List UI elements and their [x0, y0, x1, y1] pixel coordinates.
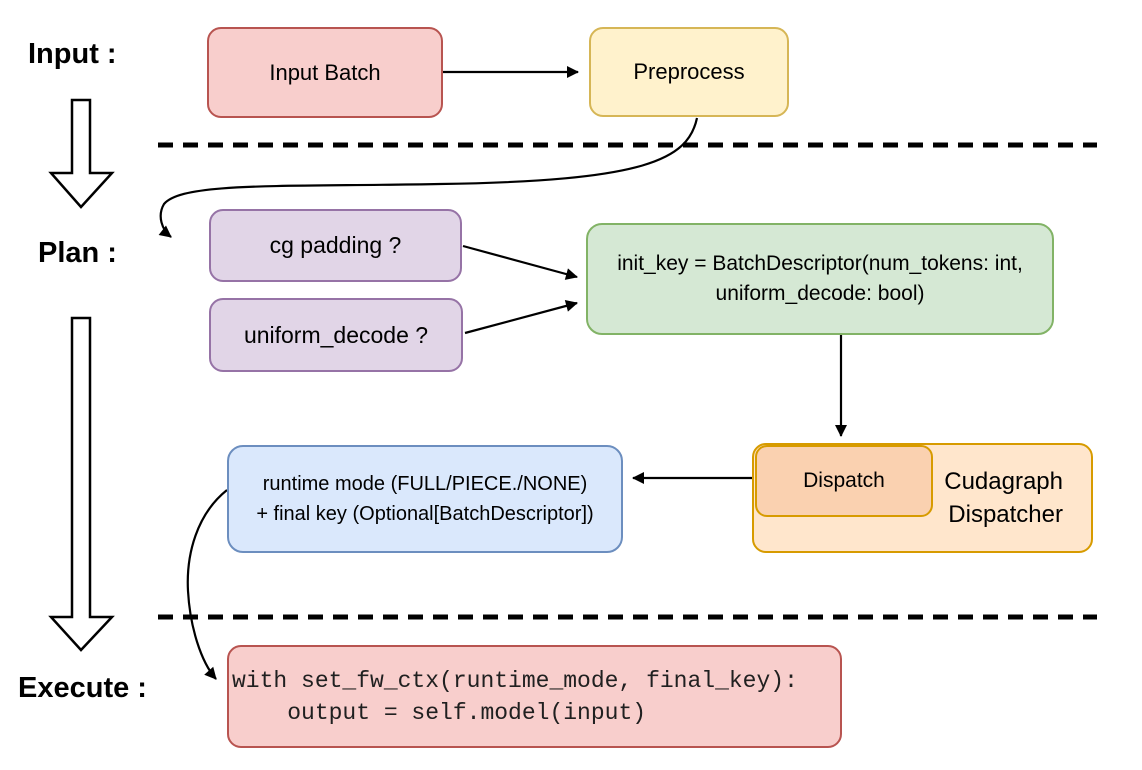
runtime-mode-node: runtime mode (FULL/PIECE./NONE) + final …	[227, 445, 623, 553]
input-stage-down-arrow	[48, 98, 115, 209]
input-batch-node: Input Batch	[207, 27, 443, 118]
input-batch-label: Input Batch	[269, 59, 381, 85]
runtime-mode-label-line1: runtime mode (FULL/PIECE./NONE)	[262, 473, 588, 495]
edge-preprocess-to-cgpadding	[158, 117, 699, 238]
uniform-decode-label: uniform_decode ?	[243, 321, 429, 348]
init-key-label-line1: init_key = BatchDescriptor(num_tokens: i…	[617, 252, 1023, 275]
execute-code-line2: output = self.model(input)	[232, 699, 647, 726]
edge-runtimemode-to-executecode	[186, 489, 228, 680]
dispatch-label: Dispatch	[803, 469, 885, 493]
execute-code-line1: with set_fw_ctx(runtime_mode, final_key)…	[232, 667, 798, 694]
plan-stage-label: Plan :	[38, 237, 117, 269]
preprocess-node: Preprocess	[589, 27, 789, 117]
uniform-decode-node: uniform_decode ?	[209, 298, 463, 372]
plan-stage-down-arrow	[48, 316, 115, 652]
runtime-mode-label-line2: + final key (Optional[BatchDescriptor])	[256, 503, 594, 525]
cg-padding-label: cg padding ?	[269, 232, 402, 259]
cudagraph-dispatcher-label-line2: Dispatcher	[948, 501, 1063, 528]
edge-cgpadding-to-initkey	[462, 244, 578, 280]
cg-padding-node: cg padding ?	[209, 209, 462, 282]
execute-stage-label: Execute :	[18, 672, 147, 704]
cudagraph-dispatcher-label-line1: Cudagraph	[944, 468, 1063, 495]
execute-code-node: with set_fw_ctx(runtime_mode, final_key)…	[227, 645, 842, 748]
preprocess-label: Preprocess	[633, 59, 745, 85]
init-key-node: init_key = BatchDescriptor(num_tokens: i…	[586, 223, 1054, 335]
init-key-label-line2: uniform_decode: bool)	[715, 282, 925, 305]
edge-uniformdecode-to-initkey	[464, 300, 578, 335]
input-stage-label: Input :	[28, 38, 117, 70]
dispatch-node: Dispatch	[755, 445, 933, 517]
